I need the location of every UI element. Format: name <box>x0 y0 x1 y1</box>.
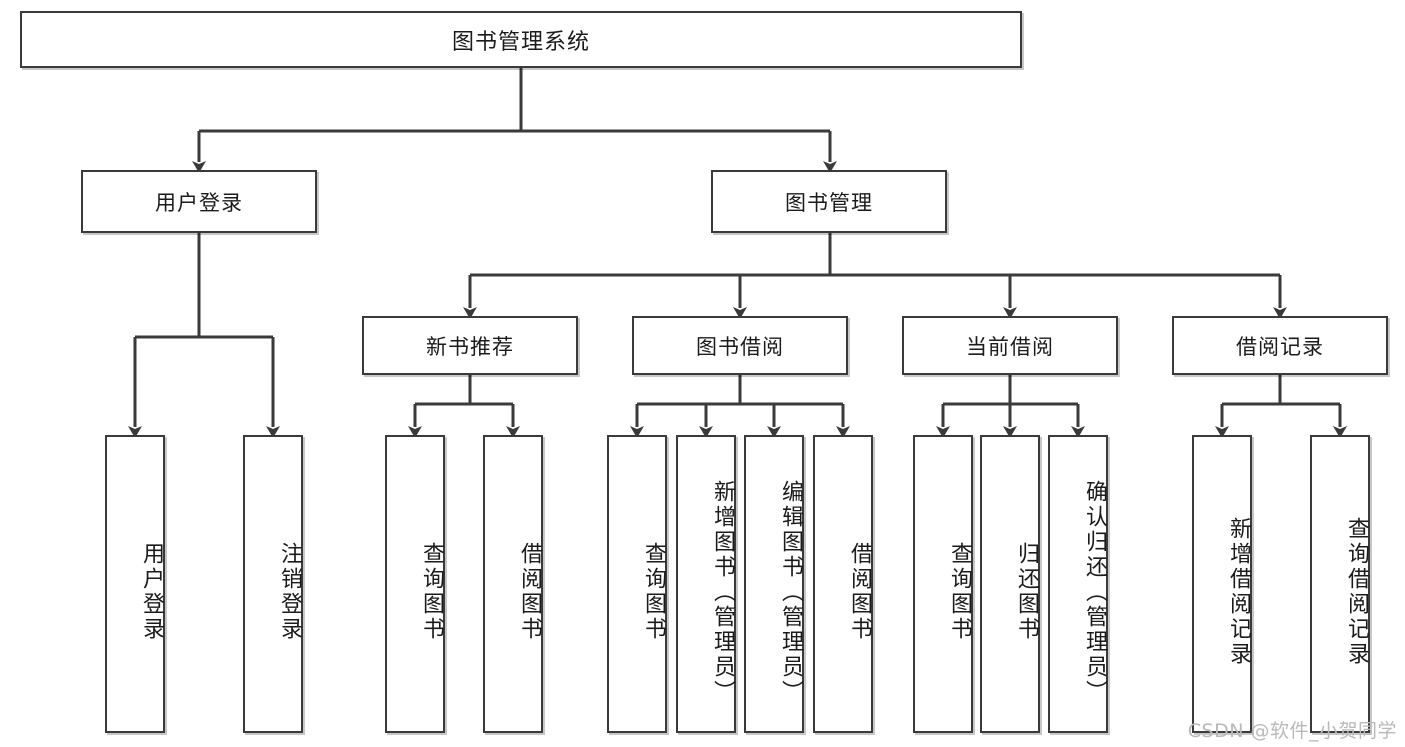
leaf-add-borrow-record[interactable]: 新增借阅记录 <box>1192 435 1252 733</box>
leaf-confirm-return-admin[interactable]: 确认归还（管理员） <box>1048 435 1108 733</box>
node-book-management[interactable]: 图书管理 <box>711 170 947 233</box>
node-new-book-recommend[interactable]: 新书推荐 <box>362 316 578 375</box>
leaf-edit-book-admin[interactable]: 编辑图书（管理员） <box>744 435 804 733</box>
node-book-borrow[interactable]: 图书借阅 <box>632 316 848 375</box>
leaf-add-book-admin[interactable]: 新增图书（管理员） <box>676 435 736 733</box>
leaf-borrow-books-recommend[interactable]: 借阅图书 <box>483 435 543 733</box>
node-root-system[interactable]: 图书管理系统 <box>20 11 1022 68</box>
leaf-borrow-books[interactable]: 借阅图书 <box>813 435 873 733</box>
leaf-logout[interactable]: 注销登录 <box>243 435 303 733</box>
leaf-return-books[interactable]: 归还图书 <box>980 435 1040 733</box>
leaf-query-books-current[interactable]: 查询图书 <box>913 435 973 733</box>
leaf-query-books-recommend[interactable]: 查询图书 <box>385 435 445 733</box>
leaf-user-login[interactable]: 用户登录 <box>105 435 165 733</box>
node-current-borrow[interactable]: 当前借阅 <box>902 316 1118 375</box>
leaf-query-books-borrow[interactable]: 查询图书 <box>607 435 667 733</box>
node-user-login[interactable]: 用户登录 <box>81 170 317 233</box>
leaf-query-borrow-record[interactable]: 查询借阅记录 <box>1310 435 1370 733</box>
node-borrow-records[interactable]: 借阅记录 <box>1172 316 1388 375</box>
